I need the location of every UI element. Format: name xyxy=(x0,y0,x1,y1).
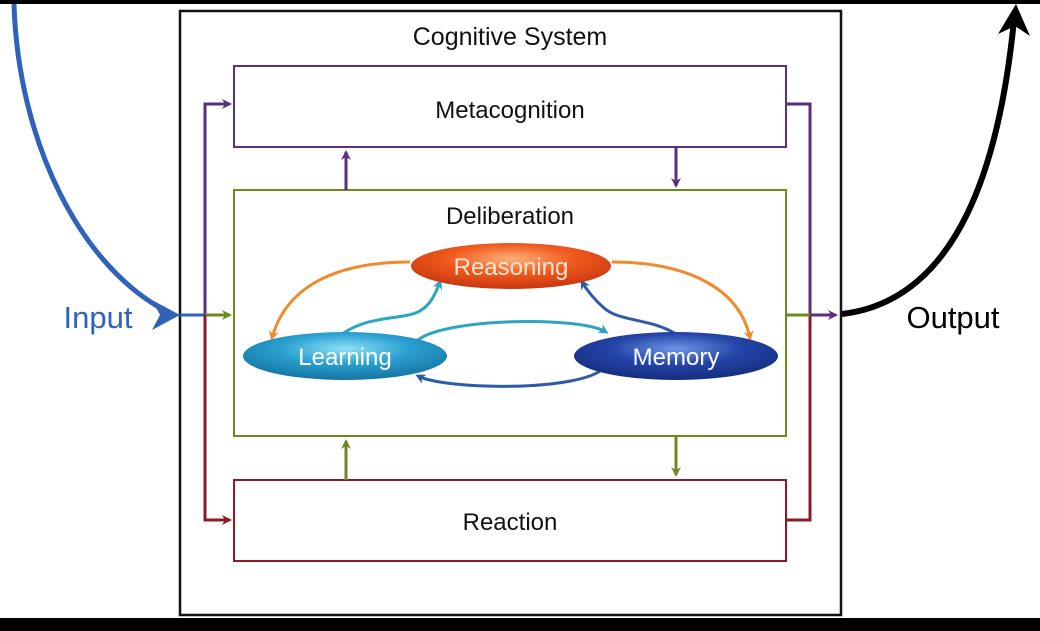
reasoning-node xyxy=(411,243,611,289)
input-to-metacognition-arrow xyxy=(203,99,232,315)
learning-label: Learning xyxy=(298,344,391,371)
deliberation-box xyxy=(233,189,787,437)
memory-label: Memory xyxy=(633,344,720,371)
reasoning-to-learning-arrow xyxy=(269,260,411,341)
reasoning-label: Reasoning xyxy=(454,254,569,281)
metacognition-box xyxy=(233,65,787,148)
input-arrow-curve xyxy=(11,3,174,317)
system-title: Cognitive System xyxy=(413,23,608,51)
memory-to-learning-arrow xyxy=(415,366,606,388)
learning-to-reasoning-arrow xyxy=(341,279,443,336)
learning-node xyxy=(243,332,447,380)
reaction-label: Reaction xyxy=(463,509,558,536)
reaction-to-output-line xyxy=(786,315,812,522)
reaction-box xyxy=(233,479,787,562)
memory-to-reasoning-arrow xyxy=(580,279,677,336)
output-arrow-head xyxy=(998,4,1030,36)
reasoning-to-memory-arrow xyxy=(611,260,754,341)
metacognition-label: Metacognition xyxy=(435,97,584,124)
learning-to-memory-arrow xyxy=(417,320,609,342)
input-label: Input xyxy=(64,300,133,335)
output-label: Output xyxy=(906,300,999,335)
input-arrow-head xyxy=(152,300,180,330)
deliberation-label: Deliberation xyxy=(446,203,574,230)
memory-node xyxy=(574,332,778,380)
metacognition-to-output-line xyxy=(786,102,812,315)
input-to-reaction-arrow xyxy=(203,315,232,525)
output-arrow-curve xyxy=(841,19,1017,317)
